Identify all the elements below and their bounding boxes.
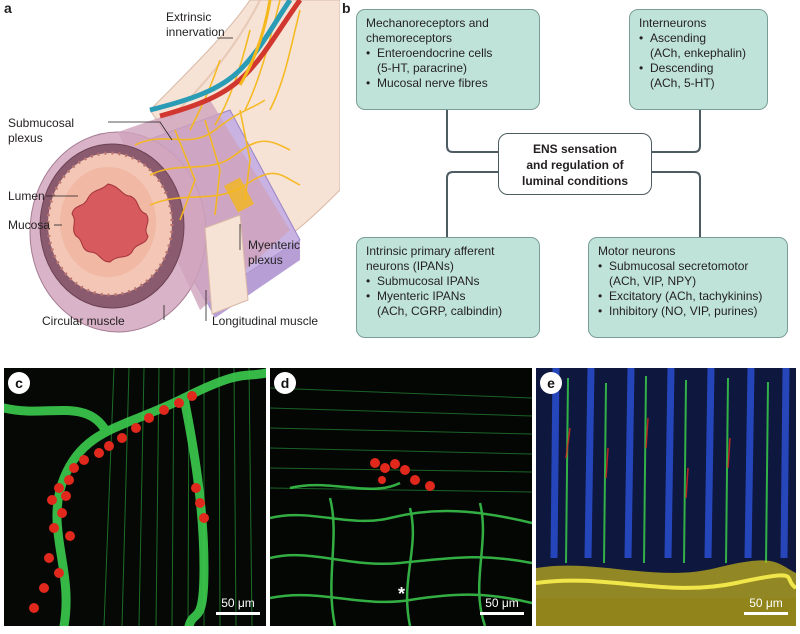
list-item: Ascending(ACh, enkephalin): [639, 31, 758, 61]
list-item: Submucosal IPANs: [366, 274, 530, 289]
connector-lines: [446, 110, 701, 237]
label-lumen: Lumen: [8, 189, 45, 203]
list-item: Mucosal nerve fibres: [366, 76, 530, 91]
item-text: Descending: [650, 61, 714, 75]
scale-bar-e: 50 μm: [744, 596, 788, 615]
item-text: Submucosal secretomotor: [609, 259, 749, 273]
item-subtext: (ACh, 5-HT): [650, 76, 715, 90]
list-item: Myenteric IPANs(ACh, CGRP, calbindin): [366, 289, 530, 319]
panel-label-c: c: [8, 372, 30, 394]
micrograph-c: c 50 μm: [4, 368, 266, 626]
item-text: Enteroendocrine cells: [377, 46, 493, 60]
box-mechanoreceptors-title: Mechanoreceptors and chemoreceptors: [366, 16, 489, 45]
box-interneurons-title: Interneurons: [639, 16, 707, 30]
scale-bar-label: 50 μm: [485, 596, 519, 610]
center-box-ens: ENS sensation and regulation of luminal …: [498, 133, 652, 195]
scale-bar-line: [480, 612, 524, 615]
box-motor-neurons: Motor neurons Submucosal secretomotor(AC…: [588, 237, 788, 338]
item-subtext: (ACh, enkephalin): [650, 46, 747, 60]
label-submucosal-plexus: Submucosal plexus: [8, 116, 75, 145]
scale-bar-line: [216, 612, 260, 615]
scale-bar-line: [744, 612, 788, 615]
item-text: Ascending: [650, 31, 707, 45]
label-extrinsic-innervation: Extrinsic innervation: [166, 10, 225, 39]
item-subtext: (5-HT, paracrine): [377, 61, 468, 75]
item-text: Submucosal IPANs: [377, 274, 480, 288]
micrograph-e-image: [536, 368, 796, 626]
box-ipans-title: Intrinsic primary afferent neurons (IPAN…: [366, 244, 495, 273]
label-myenteric-plexus: Myenteric plexus: [248, 238, 301, 267]
gut-wall-illustration: [29, 0, 340, 333]
scale-bar-label: 50 μm: [221, 596, 255, 610]
scale-bar-c: 50 μm: [216, 596, 260, 615]
item-subtext: (ACh, CGRP, calbindin): [377, 304, 503, 318]
scale-bar-d: 50 μm: [480, 596, 524, 615]
list-item: Enteroendocrine cells(5-HT, paracrine): [366, 46, 530, 76]
panel-label-a: a: [4, 0, 12, 16]
scale-bar-label: 50 μm: [749, 596, 783, 610]
micrograph-d-image: [270, 368, 532, 626]
box-interneurons: Interneurons Ascending(ACh, enkephalin) …: [629, 9, 768, 110]
list-item: Submucosal secretomotor(ACh, VIP, NPY): [598, 259, 778, 289]
micrograph-d: d * 50 μm: [270, 368, 532, 626]
micrograph-c-image: [4, 368, 266, 626]
panel-label-d: d: [274, 372, 296, 394]
label-longitudinal-muscle: Longitudinal muscle: [212, 314, 319, 328]
box-motor-neurons-title: Motor neurons: [598, 244, 676, 258]
item-text: Inhibitory (NO, VIP, purines): [609, 304, 758, 318]
item-subtext: (ACh, VIP, NPY): [609, 274, 697, 288]
box-mechanoreceptors: Mechanoreceptors and chemoreceptors Ente…: [356, 9, 540, 110]
item-text: Myenteric IPANs: [377, 289, 466, 303]
label-circular-muscle: Circular muscle: [42, 314, 125, 328]
item-text: Mucosal nerve fibres: [377, 76, 488, 90]
asterisk-marker: *: [398, 584, 406, 604]
panel-label-e: e: [540, 372, 562, 394]
item-text: Excitatory (ACh, tachykinins): [609, 289, 763, 303]
box-ipans: Intrinsic primary afferent neurons (IPAN…: [356, 237, 540, 338]
micrograph-e: e 50 μm: [536, 368, 796, 626]
label-mucosa: Mucosa: [8, 218, 51, 232]
panel-label-b: b: [342, 0, 351, 16]
list-item: Excitatory (ACh, tachykinins): [598, 289, 778, 304]
list-item: Inhibitory (NO, VIP, purines): [598, 304, 778, 319]
list-item: Descending(ACh, 5-HT): [639, 61, 758, 91]
